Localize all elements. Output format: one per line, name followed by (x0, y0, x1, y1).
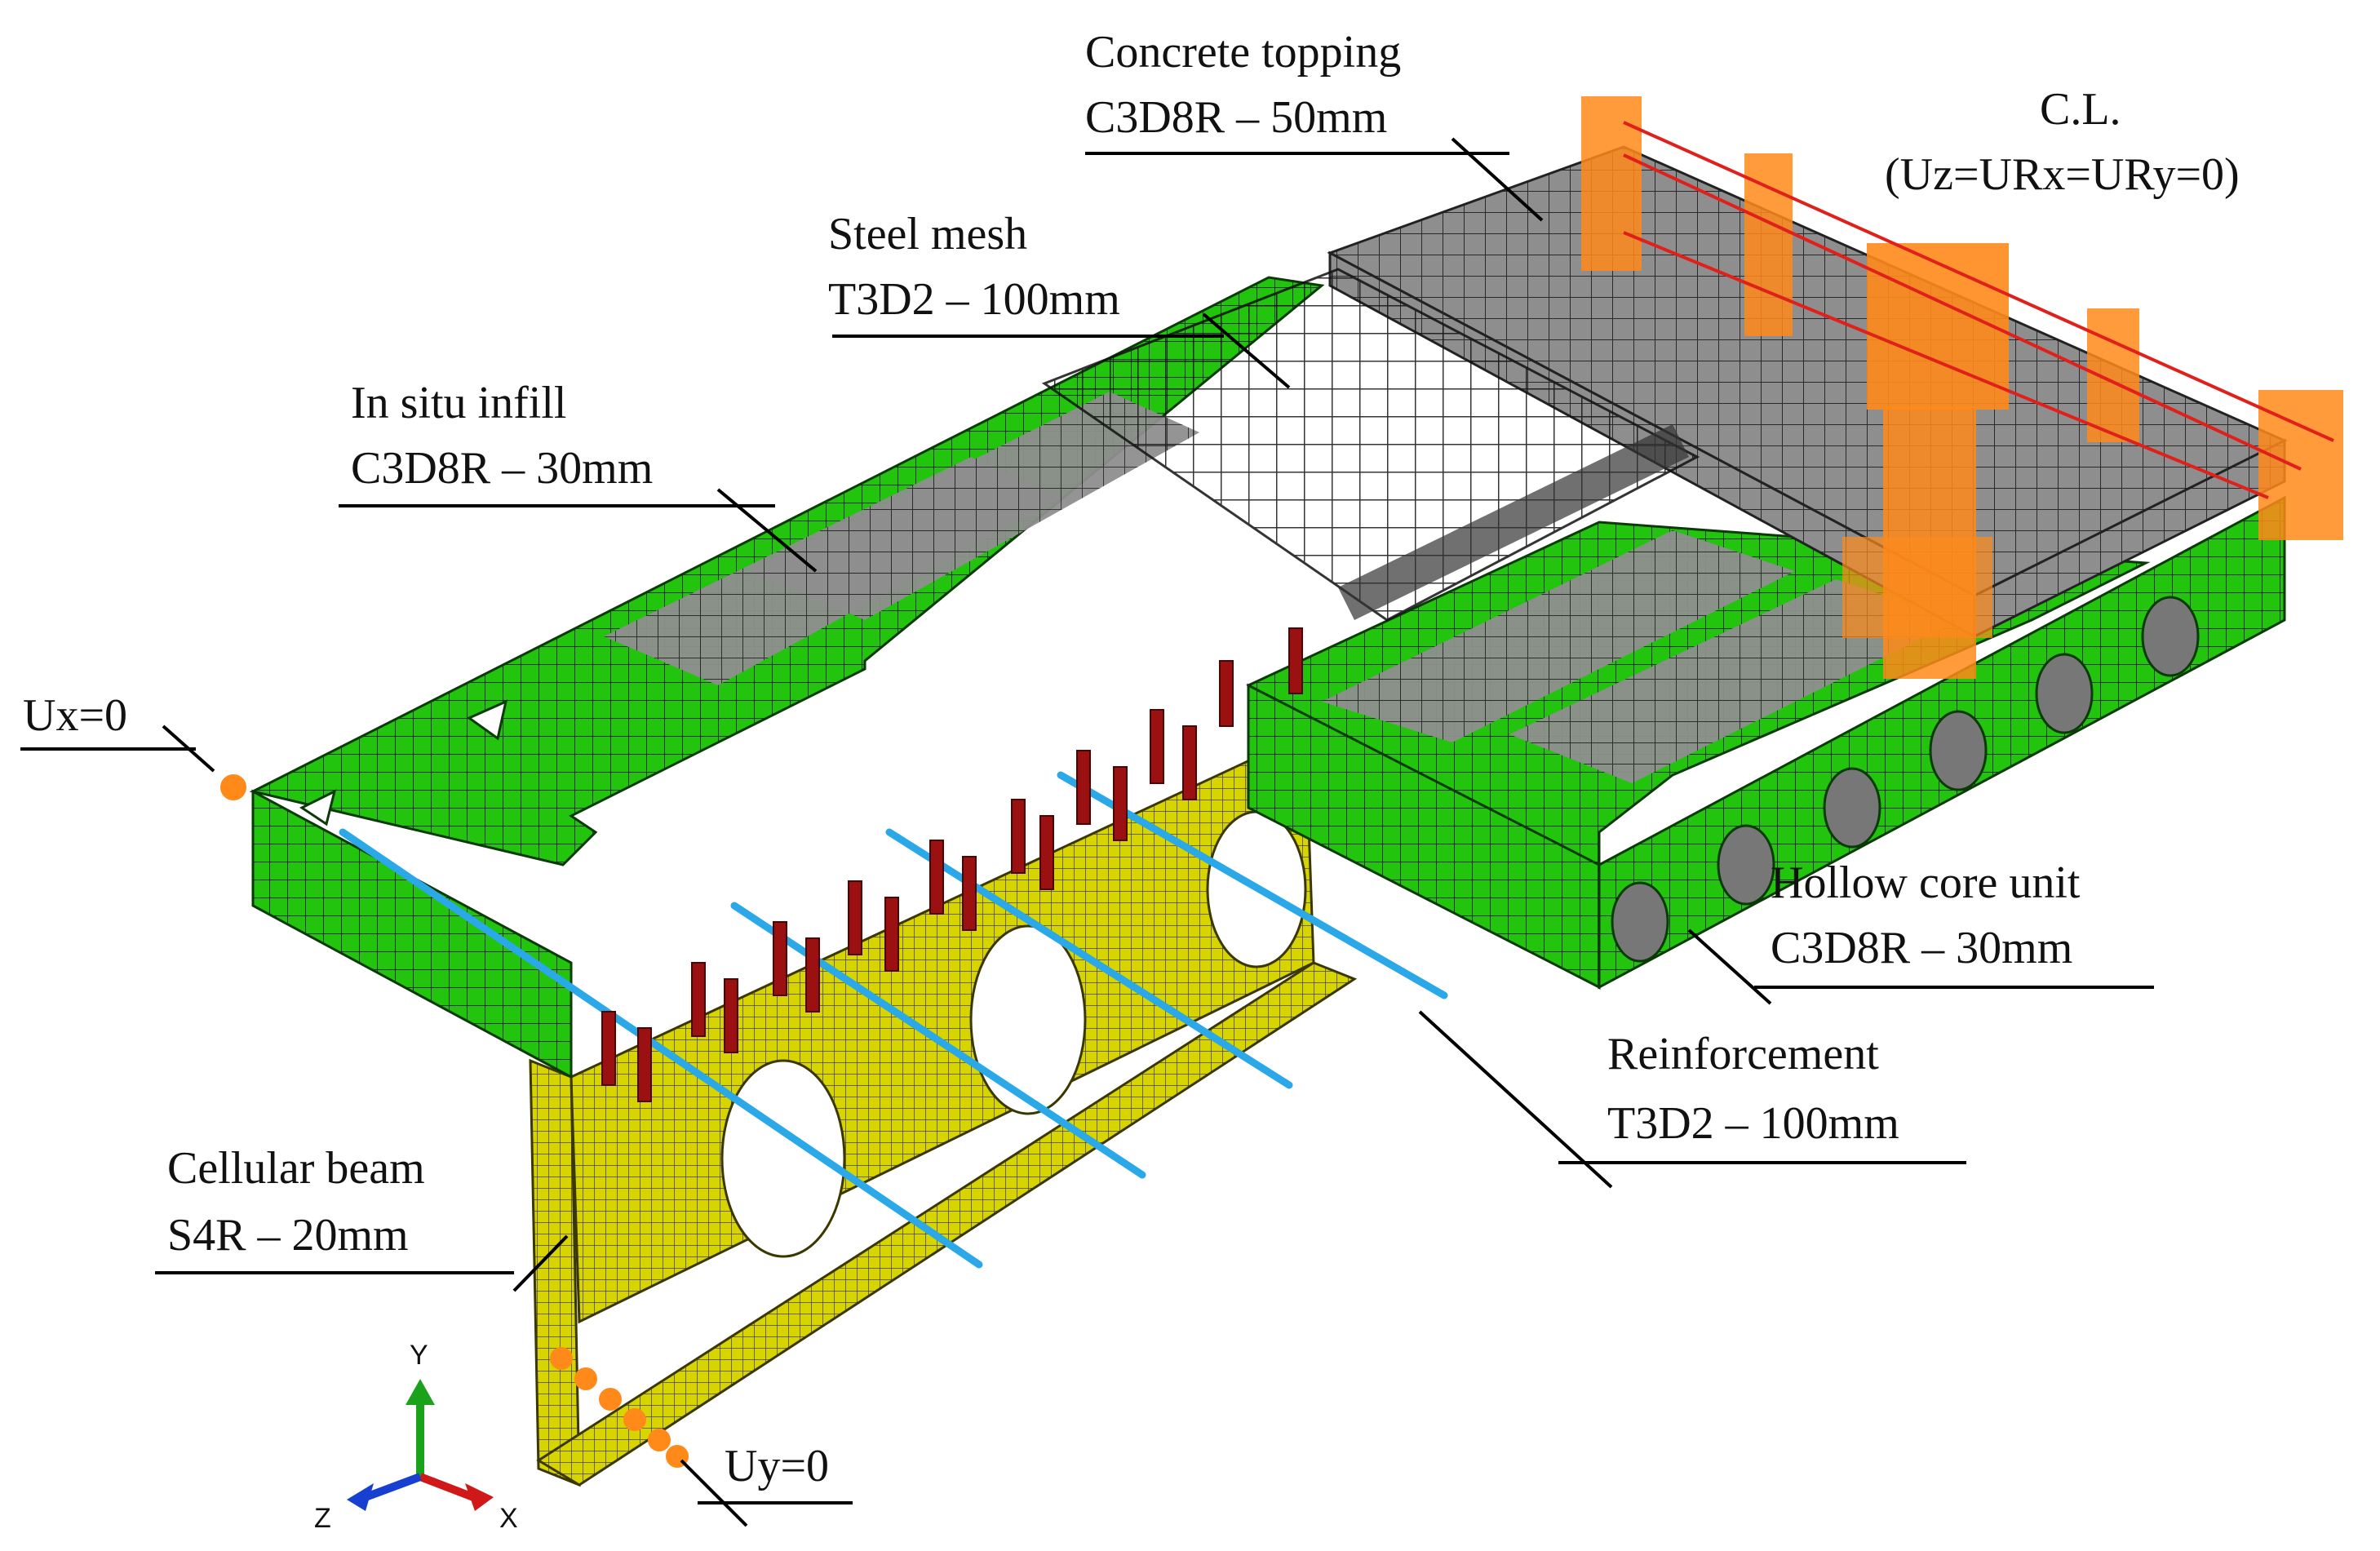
label-uy-bc: Uy=0 (680, 1441, 853, 1527)
label-reinforcement-line2: T3D2 – 100mm (1607, 1098, 1899, 1149)
core-void (2035, 653, 2094, 734)
bc-marker (599, 1388, 622, 1411)
in-situ-infill (249, 276, 1325, 1079)
rebar (339, 828, 983, 1269)
label-in-situ-infill: In situ infill C3D8R – 30mm (339, 378, 818, 573)
centerline-lines (1623, 121, 2334, 499)
label-reinforcement-line1: Reinforcement (1607, 1029, 1879, 1079)
stud (805, 937, 820, 1013)
axis-x-arrow (419, 1473, 475, 1501)
label-centerline-line1: C.L. (2040, 84, 2121, 135)
axis-triad: Y Z X (314, 1340, 518, 1534)
bc-marker (574, 1367, 597, 1390)
stud (773, 921, 787, 996)
axis-z-head (347, 1483, 374, 1511)
axis-x-label: X (499, 1503, 518, 1534)
bc-marker (2258, 390, 2343, 540)
stud (1182, 725, 1197, 800)
core-void (1611, 881, 1669, 963)
stud (962, 856, 977, 931)
label-hollow-core-unit-line2: C3D8R – 30mm (1771, 923, 2072, 973)
stud (1288, 627, 1303, 694)
bc-marker (1744, 153, 1793, 336)
bc-marker (1581, 96, 1642, 271)
bc-marker (623, 1408, 646, 1431)
label-ux-bc-line1: Ux=0 (23, 690, 127, 741)
core-void (466, 699, 508, 741)
label-steel-mesh-line1: Steel mesh (828, 209, 1027, 259)
label-in-situ-infill-line1: In situ infill (351, 378, 566, 428)
axis-x-head (465, 1483, 494, 1511)
stud (1039, 815, 1054, 890)
core-void (1929, 710, 1988, 791)
bc-marker (220, 774, 246, 800)
bc-marker (648, 1429, 671, 1451)
label-concrete-topping: Concrete topping C3D8R – 50mm (1085, 27, 1544, 222)
label-hollow-core-unit: Hollow core unit C3D8R – 30mm (1687, 857, 2154, 1005)
label-ux-bc: Ux=0 (20, 690, 215, 773)
core-void (1823, 767, 1881, 849)
axis-z-label: Z (314, 1503, 331, 1534)
rebar (730, 902, 1146, 1179)
stud (601, 1011, 616, 1086)
label-cellular-beam-line1: Cellular beam (167, 1143, 425, 1194)
web-opening (969, 924, 1087, 1115)
axis-z-arrow (364, 1473, 422, 1501)
stud (1113, 766, 1128, 841)
axis-y-head (406, 1379, 435, 1405)
steel-mesh (1041, 268, 1700, 622)
label-cellular-beam: Cellular beam S4R – 20mm (155, 1143, 569, 1292)
stud (1219, 660, 1234, 727)
label-cellular-beam-line2: S4R – 20mm (167, 1210, 409, 1261)
stud (884, 897, 899, 972)
label-centerline: C.L. (Uz=URx=URy=0) (1885, 84, 2240, 200)
label-steel-mesh-line2: T3D2 – 100mm (828, 274, 1120, 325)
stud (848, 880, 862, 955)
rebar (885, 828, 1293, 1089)
stud (929, 840, 944, 915)
label-uy-bc-line1: Uy=0 (725, 1441, 829, 1491)
label-reinforcement: Reinforcement T3D2 – 100mm (1418, 1010, 1966, 1189)
stud (691, 962, 706, 1037)
label-hollow-core-unit-line1: Hollow core unit (1771, 857, 2081, 908)
label-concrete-topping-line1: Concrete topping (1085, 27, 1401, 78)
stud (1011, 799, 1026, 874)
label-concrete-topping-line2: C3D8R – 50mm (1085, 92, 1387, 143)
core-void (299, 789, 337, 826)
stud (637, 1027, 652, 1102)
core-void (1717, 824, 1775, 906)
label-steel-mesh: Steel mesh T3D2 – 100mm (828, 209, 1291, 389)
axis-y-label: Y (410, 1340, 428, 1371)
core-void (2141, 596, 2200, 677)
label-in-situ-infill-line2: C3D8R – 30mm (351, 443, 653, 494)
bc-marker (1842, 537, 1992, 638)
bc-marker (550, 1347, 573, 1370)
stud (1150, 709, 1164, 784)
stud (1076, 750, 1091, 825)
boundary-conditions (220, 96, 2343, 1468)
stud (724, 978, 738, 1053)
shear-studs (601, 627, 1303, 1102)
label-centerline-line2: (Uz=URx=URy=0) (1885, 149, 2240, 200)
cellular-beam (529, 732, 1358, 1487)
